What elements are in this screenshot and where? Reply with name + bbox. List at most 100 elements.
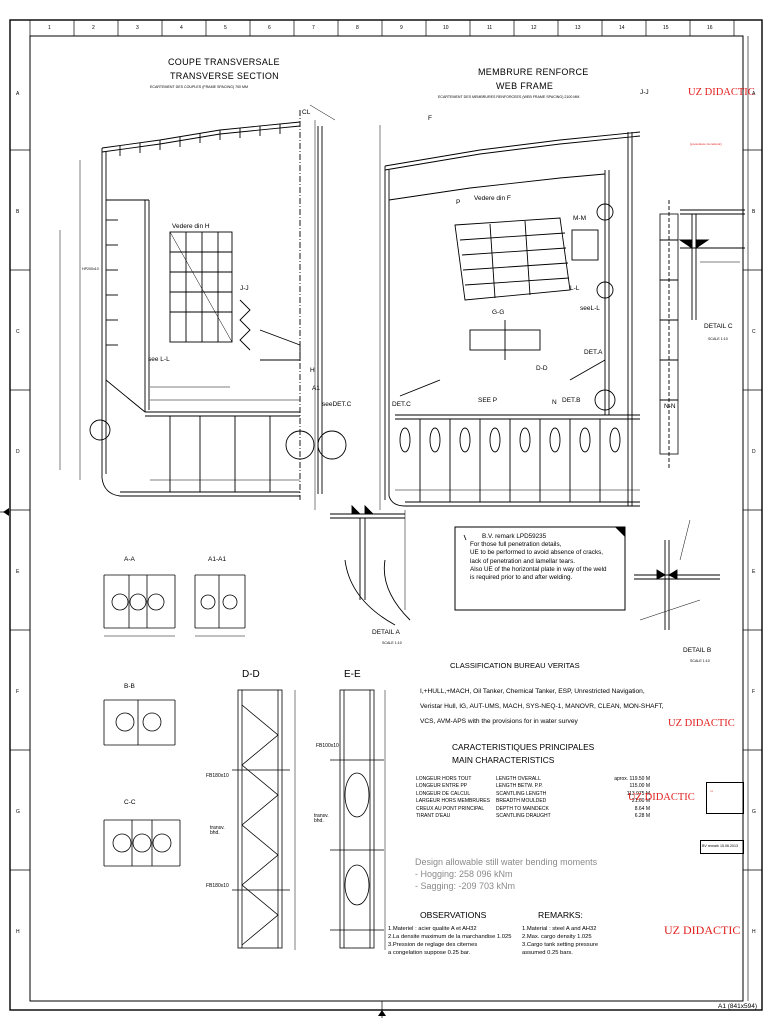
see-det-c-label: seeDET.C — [322, 401, 352, 408]
remarks-list: 1.Material : steel A and AH32 2.Max. car… — [522, 925, 598, 957]
observations-title: OBSERVATIONS — [420, 910, 487, 920]
bending-moments: Design allowable still water bending mom… — [415, 856, 597, 892]
revision-stamp-icon: ▭ — [710, 789, 714, 793]
char-fr: LONGEUR HORS TOUT — [416, 776, 472, 782]
row-letter: G — [16, 809, 20, 815]
see-p-label: SEE P — [478, 397, 498, 404]
row-letter: D — [752, 449, 756, 455]
transv-bhd-label: transv. bhd. — [314, 813, 329, 824]
char-fr: LONGEUR ENTRE PP — [416, 783, 468, 790]
watermark: UZ DIDACTIC — [628, 792, 695, 803]
detail-a-scale: SCALE 1:10 — [382, 641, 402, 645]
webframe-title-fr: MEMBRURE RENFORCE — [478, 67, 589, 77]
col-number: 4 — [180, 25, 183, 31]
detail-c-scale: SCALE 1:10 — [708, 337, 728, 341]
section-e-e: E-E — [344, 669, 361, 680]
n-n-label: N-N — [664, 403, 676, 410]
row-letter: E — [16, 569, 20, 575]
char-fr: LARGEUR HORS MEMBRURES — [416, 798, 490, 805]
vedere-h: Vedere din H — [172, 223, 210, 230]
section-b-b: B-B — [124, 683, 135, 690]
fb-label: FB100x10 — [316, 743, 339, 749]
char-val: 6.28 M — [634, 813, 650, 820]
rev-note: BV remark 15.06.2013 — [702, 844, 738, 848]
row-letter: F — [752, 689, 756, 695]
detail-a-label: DETAIL A — [372, 629, 400, 636]
char-en: SCANTLING LENGTH — [496, 790, 547, 797]
col-number: 15 — [663, 25, 669, 31]
h-label: H — [310, 367, 315, 374]
detail-c-label: DETAIL C — [704, 323, 733, 330]
char-val: 113.975 M — [626, 790, 650, 797]
col-number: 12 — [531, 25, 537, 31]
observations-list: 1.Materiel : acier qualite A et AH32 2.L… — [388, 925, 511, 957]
plate-label: HP200x10 — [82, 267, 99, 271]
observation-line: 3.Pression de reglage des citernes — [388, 942, 478, 948]
bv-remark-line: UE to be performed to avoid absence of c… — [470, 549, 604, 557]
rev-note-box — [700, 840, 744, 854]
det-c-label: DET.C — [392, 401, 411, 408]
l-l-label: L-L — [570, 285, 580, 292]
bv-remark-line: Also UE of the horizontal plate in way o… — [470, 565, 607, 573]
characteristics-row: LONGEUR HORS TOUT LENGTH OVERALL aprox. 11… — [416, 776, 650, 783]
section-a1-a1: A1-A1 — [208, 556, 227, 563]
col-number: 8 — [356, 25, 359, 31]
characteristics-table: LONGEUR HORS TOUT LENGTH OVERALL aprox. 11… — [416, 776, 650, 820]
char-en: DEPTH TO MAINDECK — [496, 805, 549, 812]
col-number: 16 — [707, 25, 713, 31]
watermark: UZ DIDACTIC — [668, 718, 735, 729]
bending-hogging: - Hogging: 258 096 kNm — [415, 869, 513, 879]
transverse-title-en: TRANSVERSE SECTION — [170, 71, 279, 81]
row-letter: A — [752, 91, 756, 97]
section-d-d: D-D — [242, 669, 260, 680]
col-number: 14 — [619, 25, 625, 31]
detail-b-label: DETAIL B — [683, 647, 712, 654]
row-letter: C — [752, 329, 756, 335]
see-l-label: seeL-L — [580, 305, 600, 312]
observation-line: 1.Materiel : acier qualite A et AH32 — [388, 926, 477, 932]
row-letter: B — [16, 209, 20, 215]
transverse-title-fr: COUPE TRANSVERSALE — [168, 57, 280, 67]
char-val: aprox. 119.50 M — [614, 776, 650, 782]
char-en: LENGTH OVERALL — [496, 776, 541, 782]
row-letter: F — [16, 689, 20, 695]
char-en: SCANTLING DRAUGHT — [496, 813, 551, 820]
characteristics-title-en: MAIN CHARACTERISTICS — [452, 755, 555, 765]
sheet-size: A1 (841x594) — [718, 1003, 758, 1010]
classification-line: I,+HULL,+MACH, Oil Tanker, Chemical Tank… — [420, 688, 645, 695]
observation-line: a congelation suppose 0.25 bar. — [388, 950, 471, 956]
bending-sagging: - Sagging: -209 703 kNm — [415, 881, 516, 891]
char-en: BREADTH MOULDED — [496, 798, 547, 805]
p-label: P — [456, 199, 461, 206]
col-number: 1 — [48, 25, 51, 31]
col-number: 9 — [400, 25, 403, 31]
j-j-label: J-J — [240, 285, 249, 292]
row-letter: G — [752, 809, 756, 815]
revision-block — [706, 782, 744, 814]
bv-remark-line: For those full penetration details, — [470, 541, 562, 549]
remark-line: assumed 0.25 bars. — [522, 950, 573, 956]
char-val: 21.60 M — [631, 798, 650, 805]
row-letter: D — [16, 449, 20, 455]
det-a-label: DET.A — [584, 349, 603, 356]
det-b-label: DET.B — [562, 397, 581, 404]
fb-label: FB180x10 — [206, 773, 229, 779]
bv-remark-line: is required prior to and after welding. — [470, 574, 573, 582]
bv-remark-header: B.V. remark LPD59235 — [482, 533, 547, 540]
characteristics-row: LARGEUR HORS MEMBRURES BREADTH MOULDED 21.… — [416, 798, 650, 805]
col-number: 5 — [224, 25, 227, 31]
n-label: N — [552, 399, 557, 406]
classification-line: VCS, AVM-APS with the provisions for in … — [420, 718, 578, 725]
remark-line: 1.Material : steel A and AH32 — [522, 926, 597, 932]
a1-label: A1 — [312, 385, 320, 392]
cl-label: CL — [302, 109, 311, 116]
watermark: UZ DIDACTIC — [664, 923, 741, 937]
char-fr: TIRANT D'EAU — [416, 813, 451, 820]
g-g-label: G-G — [492, 309, 505, 316]
classification-line: Veristar Hull, IG, AUT-UMS, MACH, SYS-NE… — [420, 703, 664, 710]
char-val: 8.64 M — [634, 805, 650, 812]
